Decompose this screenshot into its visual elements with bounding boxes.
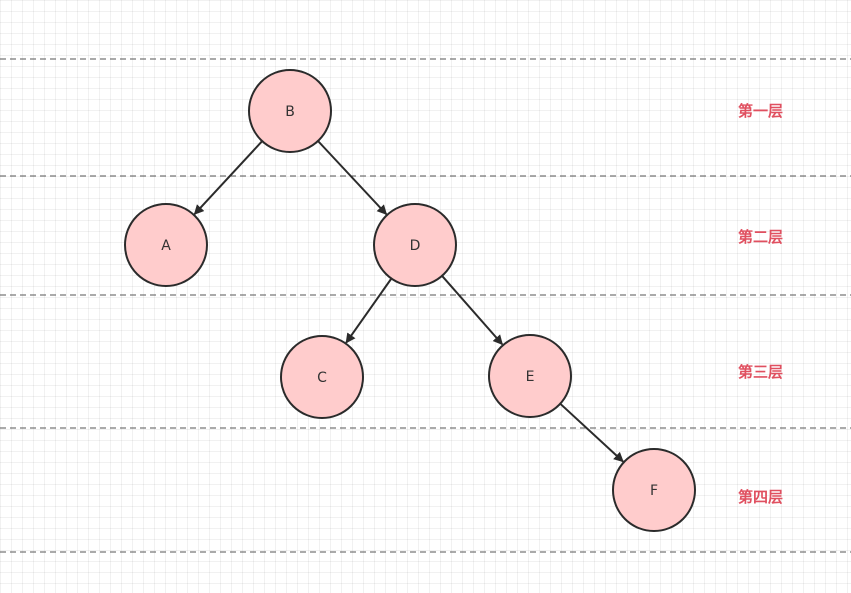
node-b-label: B <box>285 104 295 120</box>
edge-d-e <box>441 275 504 346</box>
nodes: B A D C E F <box>124 69 696 532</box>
layer-labels: 第一层 第二层 第三层 第四层 <box>738 102 783 506</box>
node-a-label: A <box>161 238 171 254</box>
node-f[interactable]: F <box>612 448 696 532</box>
node-e-circle <box>488 334 572 418</box>
edge-d-c <box>345 277 393 344</box>
node-d[interactable]: D <box>373 203 457 287</box>
node-f-label: F <box>650 483 658 499</box>
layer-label-4: 第四层 <box>738 488 783 506</box>
layer-label-1: 第一层 <box>738 102 783 120</box>
node-c[interactable]: C <box>280 335 364 419</box>
edge-e-f <box>559 402 624 463</box>
node-c-label: C <box>317 370 327 386</box>
node-e-label: E <box>526 369 535 385</box>
node-a[interactable]: A <box>124 203 208 287</box>
edges <box>193 140 624 463</box>
node-e[interactable]: E <box>488 334 572 418</box>
layer-label-2: 第二层 <box>738 228 783 246</box>
edge-b-d <box>317 140 388 216</box>
edge-b-a <box>193 140 263 215</box>
layer-separators <box>0 58 851 553</box>
node-a-circle <box>124 203 208 287</box>
layer-label-3: 第三层 <box>738 363 783 381</box>
node-d-label: D <box>410 238 421 254</box>
node-c-circle <box>280 335 364 419</box>
node-d-circle <box>373 203 457 287</box>
node-b-circle <box>248 69 332 153</box>
node-b[interactable]: B <box>248 69 332 153</box>
node-f-circle <box>612 448 696 532</box>
